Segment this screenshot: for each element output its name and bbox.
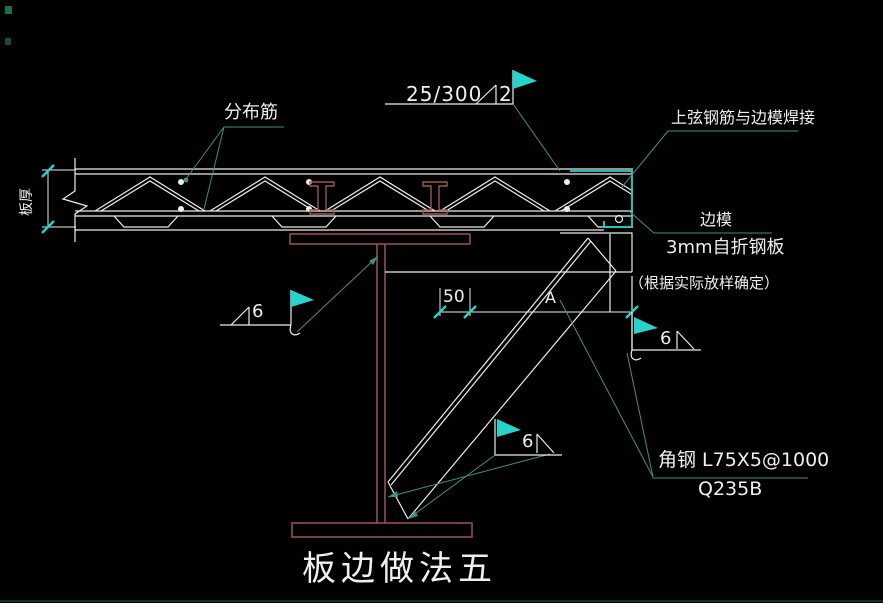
arrow-icon (408, 511, 418, 519)
deck-ribs (113, 215, 633, 228)
label-top-chord-weld-note: 上弦钢筋与边模焊接 (671, 108, 816, 127)
leader-angle-steel (559, 299, 808, 479)
support-angle (385, 232, 633, 350)
label-weld-spec-top: 25/300 (406, 82, 483, 106)
rebar-dots (178, 179, 570, 212)
field-weld-flag-icon (513, 70, 537, 89)
weld-symbol-right (630, 312, 701, 361)
label-angle-steel-spec: 角钢 L75X5@1000 (658, 449, 830, 471)
deck-top-chord (75, 168, 633, 175)
edge-form-plate (570, 170, 633, 228)
dimension-50-A (433, 288, 639, 319)
slab-thickness-dimension (41, 164, 76, 234)
field-weld-flag-icon (497, 419, 521, 437)
label-weld-size-right: 6 (660, 328, 672, 349)
dimension-tick-icon (41, 164, 55, 234)
label-slab-thickness: 板厚 (19, 188, 35, 216)
beam-top-flange (289, 233, 471, 245)
fillet-weld-triangle-icon (230, 306, 250, 326)
field-weld-flag-icon (291, 290, 314, 307)
leader-distribution-rebar (185, 126, 284, 210)
leader-left-weld (296, 255, 379, 333)
fillet-weld-triangle-icon (536, 433, 555, 454)
fillet-weld-triangle-icon (475, 84, 497, 105)
fillet-weld-triangle-icon (676, 330, 695, 350)
beam-bottom-flange (291, 522, 473, 538)
diagonal-brace (387, 237, 617, 520)
leader-lines (185, 103, 808, 520)
deck-bottom-chord (75, 210, 633, 217)
scan-artifact (5, 38, 11, 45)
leader-bottom-weld (387, 453, 551, 520)
drawing-title: 板边做法五 (302, 549, 497, 589)
arrow-icon (369, 256, 378, 265)
arrow-icon (388, 491, 398, 497)
deck-truss-webs (94, 176, 633, 212)
steel-beam (289, 233, 473, 538)
leader-edge-form (628, 210, 772, 234)
label-weld-size-bottom: 6 (522, 431, 534, 452)
label-steel-grade: Q235B (698, 478, 763, 500)
label-dim-50: 50 (443, 287, 465, 307)
arrow-dot-icon (183, 177, 189, 183)
leader-top-chord-weld (621, 130, 798, 188)
truss-deck (61, 158, 633, 242)
label-weld-size-top: 2 (499, 82, 512, 106)
leader-hook-icon (289, 324, 301, 336)
leader-arrowheads (183, 177, 418, 519)
label-dim-A: A (545, 288, 556, 307)
weld-symbol-left (220, 290, 314, 336)
shear-studs (309, 181, 448, 215)
label-bent-plate-note: （根据实际放样确定） (629, 274, 780, 292)
label-bent-plate: 3mm自折钢板 (666, 237, 785, 258)
label-weld-size-left: 6 (252, 301, 264, 322)
break-line (61, 158, 89, 242)
label-edge-form: 边模 (700, 210, 733, 229)
weld-symbol-bottom (494, 419, 562, 456)
leader-hook-icon (630, 349, 642, 361)
weld-symbol-top (385, 70, 537, 105)
edge-form-bolt (614, 214, 624, 224)
leader-top-weld (512, 103, 561, 172)
label-distribution-rebar: 分布筋 (224, 102, 278, 123)
beam-web (376, 244, 386, 523)
field-weld-flag-icon (634, 317, 658, 334)
scan-artifact (5, 6, 12, 14)
